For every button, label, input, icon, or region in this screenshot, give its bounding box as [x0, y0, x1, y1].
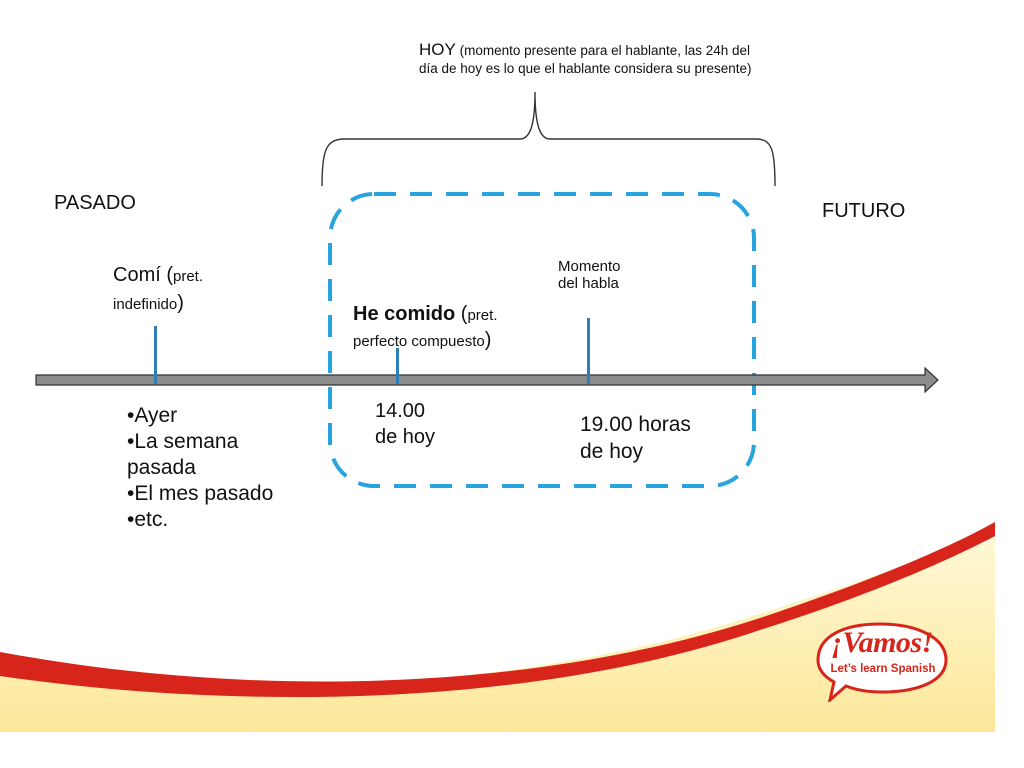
he-comido-close: ) [484, 329, 492, 351]
hoy-word: HOY [419, 40, 456, 59]
time-1400-line1: 14.00 [375, 400, 426, 422]
comi-label: Comí (pret. indefinido) [113, 262, 263, 318]
footer-swoosh-yellow [0, 528, 995, 732]
comi-tense: pret. indefinido [113, 268, 204, 313]
marker-comi [154, 326, 157, 384]
past-examples-list: Ayer La semana pasada El mes pasado etc. [127, 403, 307, 533]
list-item: La semana pasada [127, 429, 307, 481]
he-comido-tense: pret. perfecto compuesto [353, 307, 498, 350]
footer-white-band [0, 732, 1024, 768]
list-item: El mes pasado [127, 481, 307, 507]
momento-label: Momento del habla [558, 258, 621, 293]
present-period-box [328, 192, 756, 488]
logo-brand: ¡Vamos! [831, 626, 933, 659]
hoy-note: (momento presente para el hablante, las … [419, 43, 752, 77]
futuro-label: FUTURO [822, 200, 906, 222]
timeline-arrow [35, 366, 939, 394]
footer-swoosh-red [0, 522, 995, 698]
vamos-logo: ¡Vamos! Let’s learn Spanish [808, 612, 953, 702]
marker-momento [587, 318, 590, 384]
hoy-brace [321, 91, 776, 187]
he-comido-main: He comido [353, 303, 456, 325]
speech-bubble-icon [816, 622, 948, 702]
list-item: Ayer [127, 403, 307, 429]
he-comido-open: ( [455, 303, 468, 325]
time-1400-line2: de hoy [375, 426, 436, 448]
logo-tagline: Let’s learn Spanish [830, 663, 936, 675]
time-1900-line2: de hoy [580, 440, 644, 463]
time-1400-label: 14.00 de hoy [375, 398, 435, 450]
marker-he-comido [396, 348, 399, 384]
comi-main: Comí ( [113, 264, 173, 286]
list-item: etc. [127, 507, 307, 533]
time-1900-label: 19.00 horas de hoy [580, 411, 691, 465]
comi-close: ) [177, 292, 184, 314]
hoy-label: HOY (momento presente para el hablante, … [419, 40, 754, 79]
he-comido-label: He comido (pret. perfecto compuesto) [353, 302, 543, 354]
time-1900-line1: 19.00 horas [580, 413, 691, 436]
pasado-label: PASADO [54, 192, 136, 214]
